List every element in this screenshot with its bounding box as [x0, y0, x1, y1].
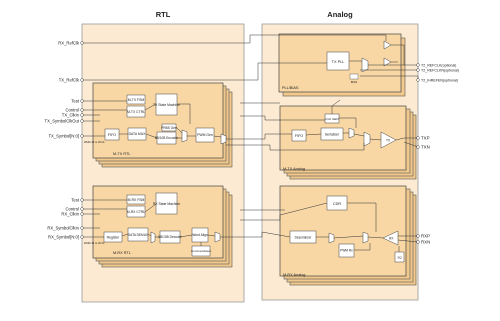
- clk-gen-label: CLK GEN: [325, 117, 338, 121]
- rx-refclk-label: RX_RefClk: [58, 41, 80, 46]
- tx-symbolclkout-label: TX_SymbolClkOut: [45, 119, 80, 124]
- tx-width-label: Width:10 or 20 bit: [84, 140, 105, 144]
- encoder-label: 8B/10B Encoder: [155, 136, 179, 140]
- serializer-mux: [348, 127, 355, 139]
- pwm-rx-label: PWM Rx: [340, 249, 353, 253]
- bias-box: [349, 73, 359, 80]
- rxp-label: RXP: [421, 234, 430, 239]
- tx-fifo-label: FIFO: [108, 133, 116, 137]
- rx-rtl-in-mux: [214, 231, 221, 243]
- word-align-label: Word Align: [192, 233, 208, 237]
- rx-test-label: Test: [71, 198, 80, 203]
- mtx-fsm-label: M-TX FSM: [128, 98, 145, 102]
- mrx-ctrl-label: M-RX CTRL: [127, 210, 146, 214]
- mrx-analog-label: M-RX Analog: [283, 273, 305, 277]
- mrx-fsm-label: M-RX FSM: [128, 198, 145, 202]
- rx-amplifier-label: RX: [389, 237, 394, 241]
- tx-clkin-label: TX_ClkIn: [62, 113, 80, 118]
- pwm-gen-box: [195, 127, 215, 143]
- refclk-buffer-1: [383, 40, 392, 50]
- rxn-label: RXN: [421, 240, 430, 245]
- cdr-label: CDR: [333, 202, 341, 206]
- pll-mux: [361, 57, 369, 73]
- squelch-label: SQ: [397, 256, 402, 260]
- tx-fifo-box: [104, 128, 120, 141]
- data-mux-label: DATA MUX: [129, 132, 147, 136]
- signal-wires: [82, 34, 419, 252]
- rx-control-label: Control: [66, 207, 80, 212]
- analog-section-title: Analog: [327, 10, 353, 19]
- tx-rtl-mux: [181, 129, 188, 143]
- mrx-ctrl-box: [126, 205, 146, 218]
- tx-test-label: Test: [71, 99, 80, 104]
- rx-symbolclkin-label: RX_SymbolClkIn: [47, 226, 79, 231]
- rx-state-machine-label: RX State Machine: [153, 202, 180, 206]
- txp-label: TXP: [421, 136, 430, 141]
- mtx-ctrl-label: M-TX CTRL: [127, 110, 145, 114]
- tx-rtl-out-mux: [220, 133, 227, 145]
- tx-state-machine-label: TX State Machine: [153, 103, 180, 107]
- t2-refclkn-label: T2_REFCLKN(optional): [421, 69, 459, 73]
- tx-state-machine-box: [155, 93, 178, 116]
- tx-control-label: Control: [66, 108, 80, 113]
- deserializer-label: Deserializer: [295, 236, 313, 240]
- mtx-fsm-box: [126, 94, 146, 105]
- tx-analog-mux: [363, 131, 371, 147]
- io-pins: [80, 41, 420, 244]
- mtx-ctrl-box: [126, 105, 146, 118]
- rx-width-label: Width:10 or 20 bit: [84, 241, 105, 245]
- decoder-label: 8B/10B Decoder: [158, 235, 182, 239]
- refclk-buffer-2: [383, 57, 392, 67]
- tx-driver-label: TX: [386, 139, 391, 143]
- pwm-gen-label: PWM Gen: [197, 133, 213, 137]
- analog-fifo-box: [291, 129, 307, 142]
- rx-state-machine-box: [155, 192, 178, 215]
- register-label: Register: [107, 236, 120, 240]
- mrx-fsm-box: [126, 194, 146, 205]
- mtx-analog-label: M-TX Analog: [283, 167, 305, 171]
- rx-clkin-label: RX_ClkIn: [61, 212, 79, 217]
- rtl-section-title: RTL: [156, 10, 171, 19]
- mtx-rtl-label: M-TX RTL: [113, 152, 130, 156]
- t2-ihrefen-label: T2_IHREFEN(optional): [421, 79, 458, 83]
- analog-fifo-label: FIFO: [295, 134, 303, 138]
- tx-pll-label: TX PLL: [332, 60, 345, 64]
- data-demux-label: DATA DEMUX: [128, 233, 149, 237]
- rx-rtl-mux: [150, 231, 156, 244]
- comma-detect-label: Comma Detect: [191, 249, 211, 253]
- txn-label: TXN: [421, 145, 430, 150]
- tx-refclk-label: TX_RefClk: [59, 78, 80, 83]
- pll-bias-label: PLL/BIAS: [282, 86, 299, 90]
- deser-mux: [328, 232, 335, 244]
- rx-symbol-label: RX_Symbol[N:0]: [48, 235, 79, 240]
- tx-symbol-label: TX_Symbol[N:0]: [49, 134, 80, 139]
- rx-analog-mux: [362, 231, 369, 244]
- pwm-rx-box: [338, 243, 355, 258]
- rx-amplifier: [382, 230, 399, 246]
- squelch-box: [394, 251, 405, 263]
- data-demux-box: [127, 227, 149, 242]
- prbs-gen-box: [161, 123, 177, 132]
- serializer-label: Serializer: [325, 133, 340, 137]
- t2-refclk-label: T2_REFCLK(optional): [421, 64, 456, 68]
- prbs-gen-label: PRBS Gen: [161, 126, 177, 130]
- bias-label: BIAS: [351, 80, 358, 84]
- mrx-rtl-label: M-RX RTL: [113, 251, 131, 255]
